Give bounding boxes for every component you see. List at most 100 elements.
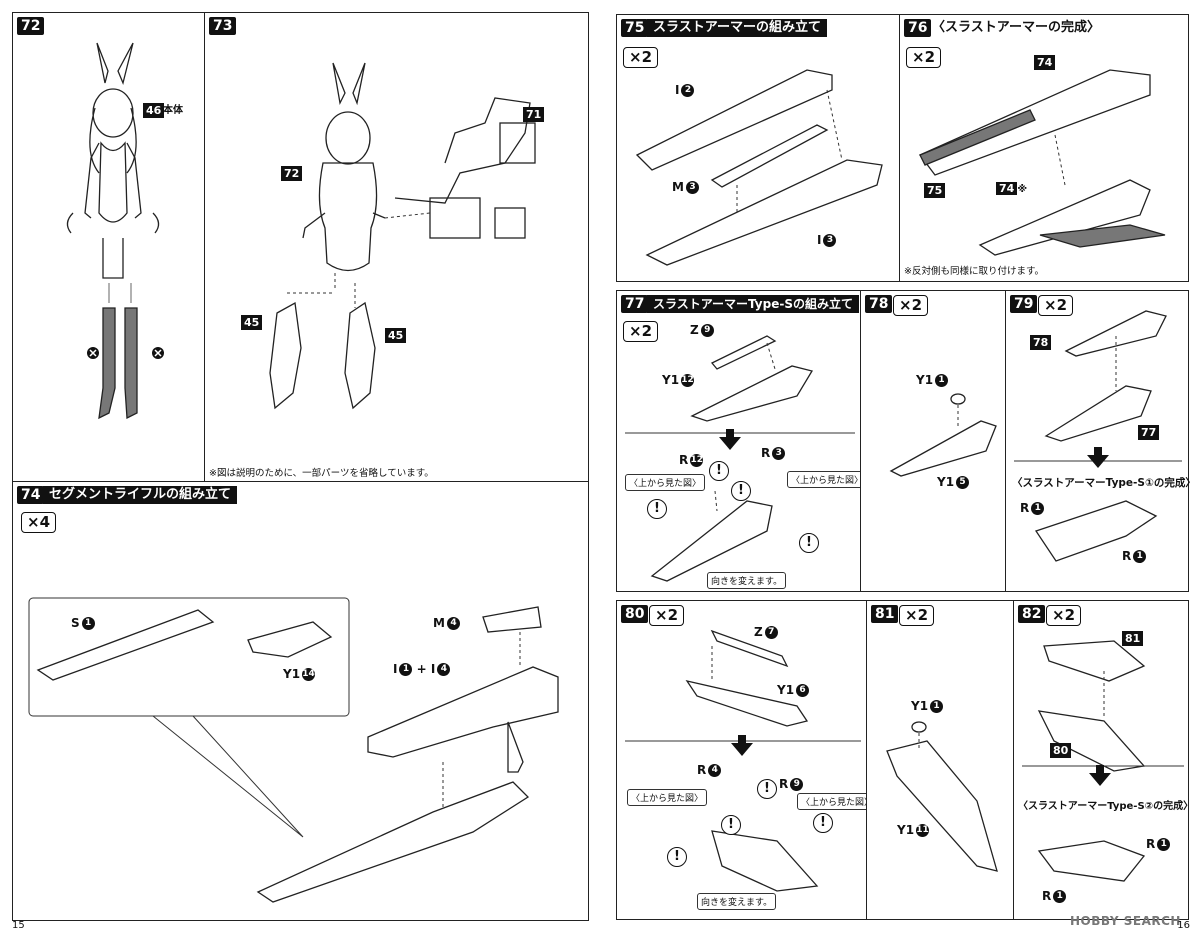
- part-tag-45a: 45: [241, 315, 263, 330]
- multiplier-badge: ×2: [623, 47, 659, 68]
- part-tag-77: 77: [1138, 425, 1160, 440]
- part-letter: S: [71, 616, 80, 630]
- part-letter: I: [817, 233, 822, 247]
- part-tag-75: 75: [924, 183, 946, 198]
- part-letter: Z: [690, 323, 699, 337]
- step-number: 80: [621, 605, 649, 623]
- step-number: 78: [865, 295, 893, 313]
- down-arrow-stem: [1094, 447, 1102, 455]
- part-letter: Y1: [916, 373, 934, 387]
- complete-heading: 〈スラストアーマーType-S②の完成〉: [1018, 801, 1194, 812]
- type-s-assembly-illustration: [625, 335, 855, 582]
- part-letter: R: [679, 453, 689, 467]
- caution-icon: !: [667, 847, 687, 867]
- down-arrow-stem: [1096, 765, 1104, 773]
- part-letter: Y1: [777, 683, 795, 697]
- part-tag-45b: 45: [385, 328, 407, 343]
- part-letter: Y1: [911, 699, 929, 713]
- page-number-left: 15: [12, 920, 25, 931]
- step-number: 75: [621, 19, 649, 37]
- part-number-circle: 1: [1133, 550, 1147, 563]
- down-arrow: [719, 437, 741, 450]
- part-number-circle: 9: [790, 778, 804, 791]
- step-title: 〈スラストアーマーの完成〉: [932, 20, 1100, 35]
- turn-around-note: 向きを変えます。: [697, 893, 777, 910]
- part-number-circle: 1: [81, 617, 95, 630]
- part-number-circle: 1: [1053, 890, 1067, 903]
- part-tag-46: 46: [143, 103, 165, 118]
- part-number-circle: 3: [823, 234, 837, 247]
- multiplier-badge: ×2: [1038, 295, 1074, 316]
- down-arrow-stem: [738, 735, 746, 743]
- part-letter: R: [1020, 501, 1030, 515]
- part-letter: R: [761, 446, 771, 460]
- step-number: 76: [904, 19, 932, 37]
- part-tag-80: 80: [1050, 743, 1072, 758]
- thrust-armor-illustration: [635, 69, 883, 266]
- step-title: スラストアーマーType-Sの組み立て: [647, 295, 859, 313]
- part-number-circle: 4: [446, 617, 460, 630]
- step-78-illustration: [889, 393, 997, 477]
- caution-icon: !: [799, 533, 819, 553]
- part-letter: M: [433, 616, 445, 630]
- part-tag-72: 72: [281, 166, 303, 181]
- caution-icon: !: [647, 499, 667, 519]
- part-tag-74b-wrap: 74※: [996, 181, 1027, 197]
- caution-icon: !: [757, 779, 777, 799]
- multiplier-badge: ×2: [1046, 605, 1082, 626]
- top-view-box-a: 〈上から見た図〉: [625, 474, 706, 491]
- multiplier-badge: ×2: [893, 295, 929, 316]
- step-number: 74: [17, 486, 45, 504]
- part-number-circle: 2: [681, 84, 695, 97]
- part-number-circle: 4: [437, 663, 451, 676]
- figure-assembly-illustration: [269, 62, 536, 410]
- complete-heading: 〈スラストアーマーType-S①の完成〉: [1012, 477, 1196, 489]
- caution-icon: !: [721, 815, 741, 835]
- part-number-circle: 3: [772, 447, 786, 460]
- step-72-panel: 72 46 本体: [12, 12, 205, 482]
- figure-body-illustration: [66, 42, 164, 420]
- plus-sign: +: [416, 662, 427, 676]
- step-number: 77: [621, 295, 649, 313]
- part-number-circle: 12: [681, 374, 695, 387]
- part-letter: Z: [754, 625, 763, 639]
- down-arrow-stem: [726, 429, 734, 437]
- part-letter: I: [675, 83, 680, 97]
- multiplier-badge: ×2: [649, 605, 685, 626]
- part-number-circle: 6: [796, 684, 810, 697]
- down-arrow: [1087, 455, 1109, 468]
- part-letter: R: [697, 763, 707, 777]
- opposite-side-note: ※反対側も同様に取り付けます。: [904, 266, 1045, 277]
- part-letter: Y1: [283, 667, 301, 681]
- part-tag-74b: 74: [996, 182, 1018, 195]
- part-number-circle: 4: [708, 764, 722, 777]
- part-number-circle: 1: [1157, 838, 1171, 851]
